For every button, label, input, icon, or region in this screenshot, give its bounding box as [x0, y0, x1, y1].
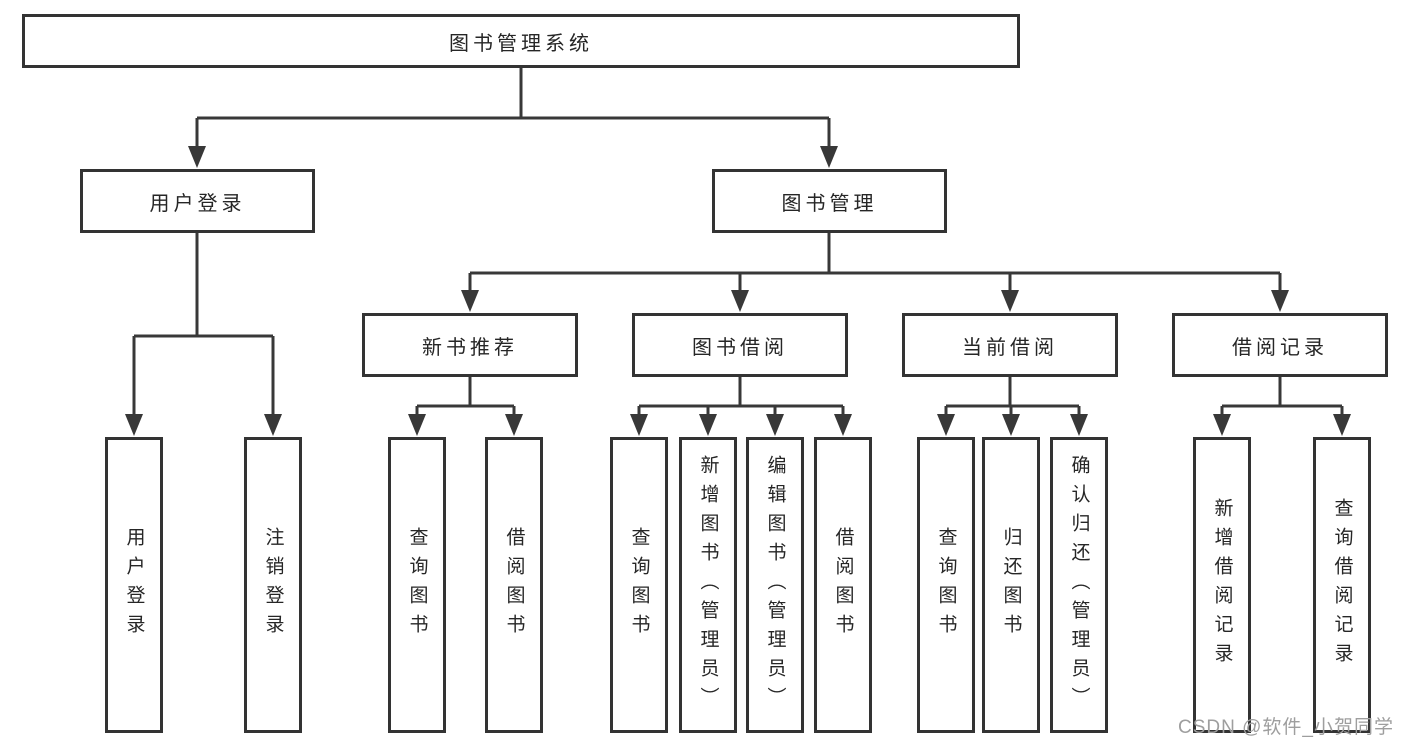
arrowhead	[1271, 290, 1289, 312]
arrowhead	[505, 414, 523, 436]
node-borrow-records: 借阅记录	[1172, 313, 1388, 377]
leaf-user-login: 用户登录	[105, 437, 163, 733]
arrowhead	[1333, 414, 1351, 436]
leaf-label: 查询图书	[406, 527, 428, 643]
arrowhead	[264, 414, 282, 436]
leaf-logout: 注销登录	[244, 437, 302, 733]
arrowhead	[1001, 290, 1019, 312]
node-book-borrow: 图书借阅	[632, 313, 848, 377]
node-new-book-recommend: 新书推荐	[362, 313, 578, 377]
leaf-query-borrow-record: 查询借阅记录	[1313, 437, 1371, 733]
arrowhead	[937, 414, 955, 436]
arrowhead	[834, 414, 852, 436]
node-current-borrow-label: 当前借阅	[962, 336, 1058, 359]
node-borrow-records-label: 借阅记录	[1232, 336, 1328, 359]
leaf-edit-books-admin: 编辑图书（管理员）	[746, 437, 804, 733]
leaf-label: 注销登录	[262, 527, 284, 643]
node-new-book-recommend-label: 新书推荐	[422, 336, 518, 359]
arrowhead	[188, 146, 206, 168]
leaf-label: 新增借阅记录	[1211, 498, 1233, 672]
arrowhead	[820, 146, 838, 168]
node-book-borrow-label: 图书借阅	[692, 336, 788, 359]
leaf-label: 查询图书	[628, 527, 650, 643]
node-root: 图书管理系统	[22, 14, 1020, 68]
node-user-login: 用户登录	[80, 169, 315, 233]
leaf-label: 借阅图书	[832, 527, 854, 643]
arrowhead	[731, 290, 749, 312]
leaf-label: 编辑图书（管理员）	[764, 454, 786, 716]
node-book-management: 图书管理	[712, 169, 947, 233]
leaf-label: 归还图书	[1000, 527, 1022, 643]
leaf-confirm-return-admin: 确认归还（管理员）	[1050, 437, 1108, 733]
arrowhead	[630, 414, 648, 436]
arrowhead	[461, 290, 479, 312]
arrowhead	[1213, 414, 1231, 436]
leaf-label: 借阅图书	[503, 527, 525, 643]
leaf-label: 用户登录	[123, 527, 145, 643]
arrowhead	[766, 414, 784, 436]
leaf-label: 新增图书（管理员）	[697, 454, 719, 716]
leaf-borrow-books-recommend: 借阅图书	[485, 437, 543, 733]
watermark: CSDN @软件_小贺同学	[1178, 717, 1394, 738]
node-user-login-label: 用户登录	[149, 192, 246, 215]
leaf-label: 查询借阅记录	[1331, 498, 1353, 672]
connector-path	[132, 68, 1344, 417]
leaf-label: 确认归还（管理员）	[1068, 454, 1090, 716]
node-current-borrow: 当前借阅	[902, 313, 1118, 377]
leaf-return-books: 归还图书	[982, 437, 1040, 733]
leaf-borrow-books: 借阅图书	[814, 437, 872, 733]
leaf-label: 查询图书	[935, 527, 957, 643]
node-book-management-label: 图书管理	[781, 192, 878, 215]
node-root-label: 图书管理系统	[449, 32, 593, 55]
leaf-add-books-admin: 新增图书（管理员）	[679, 437, 737, 733]
leaf-query-books-recommend: 查询图书	[388, 437, 446, 733]
arrowhead	[1002, 414, 1020, 436]
arrowhead	[1070, 414, 1088, 436]
arrowhead	[408, 414, 426, 436]
leaf-query-books-borrow: 查询图书	[610, 437, 668, 733]
arrowhead	[699, 414, 717, 436]
leaf-query-books-current: 查询图书	[917, 437, 975, 733]
leaf-add-borrow-record: 新增借阅记录	[1193, 437, 1251, 733]
arrowhead	[125, 414, 143, 436]
